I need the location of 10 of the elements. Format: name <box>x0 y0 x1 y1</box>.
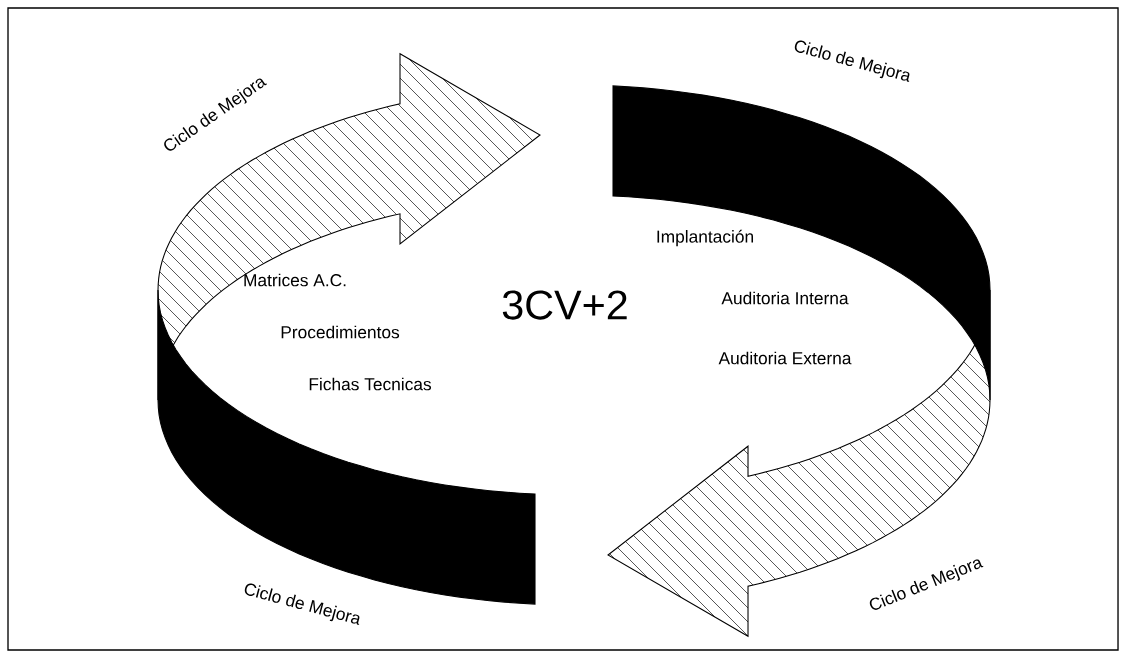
step-label: Matrices A.C. <box>244 273 346 287</box>
step-label: Implantación <box>657 229 753 247</box>
curved-label: Ciclo de Mejora <box>794 40 910 82</box>
step-label: Auditoria Interna <box>721 291 849 305</box>
step-label: Auditoria Externa <box>718 351 852 365</box>
curved-label: Ciclo de Mejora <box>869 559 984 610</box>
curved-label: Ciclo de Mejora <box>244 583 360 625</box>
center-title: 3CV+2 <box>502 290 627 320</box>
step-label: Fichas Tecnicas <box>309 377 432 391</box>
step-label: Procedimientos <box>281 325 400 339</box>
